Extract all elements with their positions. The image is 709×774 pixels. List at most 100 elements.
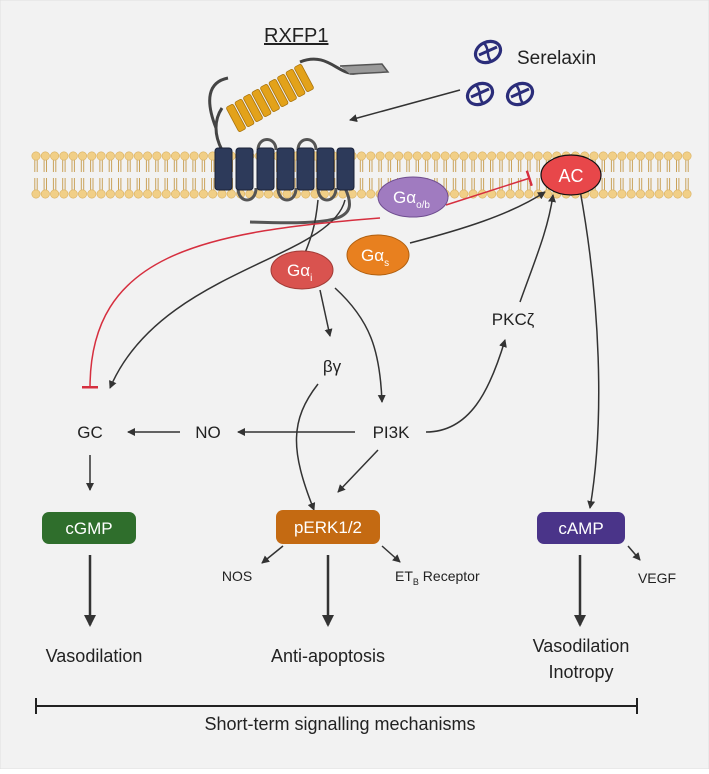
lipid-head [282,189,292,199]
lrr-repeat [260,84,280,112]
cgmp-rect [42,512,136,544]
lipid-head [40,189,50,199]
inhibit-gao-gc [81,217,381,389]
serelaxin-molecule [473,39,503,65]
arrow-pi3k-pkc [425,339,507,433]
camp-box: cAMP [537,512,625,544]
lipid-head [115,151,125,161]
lipid-head [412,151,422,161]
lipid-head [171,151,181,161]
lipid-head [96,189,106,199]
lipid-head [635,189,645,199]
receptor-stalk [208,76,229,129]
lipid-head [59,151,69,161]
lipid-head [133,151,143,161]
lipid-head [515,189,525,199]
lipid-head [589,151,599,161]
pi3k-label: PI3K [373,423,411,442]
lipid-head [459,151,469,161]
inhibit-gao-ac [445,170,533,206]
lipid-head [59,189,69,199]
lipid-head [226,189,236,199]
arrow-perk-nos [261,545,284,564]
serelaxin-molecule [465,81,495,107]
lrr-repeat [268,79,289,107]
arrow-camp-vegf [627,545,641,561]
lipid-head [171,189,181,199]
lipid-head [105,151,115,161]
lipid-head [375,151,385,161]
gas-label: Gαs [361,246,389,269]
lipid-head [617,189,627,199]
receptor-stalk-2 [214,107,224,151]
lipid-head [217,189,227,199]
lipid-head [189,189,199,199]
etb-receptor-label: ETB Receptor [395,568,480,587]
lrr-repeat [234,99,255,127]
lipid-head [496,189,506,199]
lrr-repeat [226,104,246,132]
g-protein-s: Gαs [346,234,410,276]
lipid-head [449,189,459,199]
lipid-head [608,151,618,161]
lipid-head [366,189,376,199]
receptor-intracellular-loops [236,187,338,202]
outcome-inotropy: Inotropy [548,662,613,682]
lipid-head [115,189,125,199]
lipid-head [663,151,673,161]
receptor-c-tail [249,187,351,225]
lipid-head [208,189,218,199]
gc-label: GC [77,423,103,442]
lipid-head [394,151,404,161]
lipid-head [50,151,60,161]
lipid-head [505,189,515,199]
perk-rect [276,510,380,544]
lipid-head [68,151,78,161]
lipid-head [626,151,636,161]
lrr-repeat [294,64,314,92]
lipid-head [161,151,171,161]
lipid-head [440,151,450,161]
lrr-domain [226,64,314,132]
lipid-head [31,189,41,199]
lipid-head [542,189,552,199]
receptor-hook [339,63,390,75]
lrr-repeat [251,89,272,117]
arrow-ac-camp [579,189,600,509]
lipid-head [403,151,413,161]
lipid-head [626,189,636,199]
perk-label: pERK1/2 [294,518,362,537]
serelaxin-molecules [465,39,535,107]
lipid-head [87,151,97,161]
lipid-head [496,151,506,161]
lipid-head [524,151,534,161]
lipid-head [682,151,692,161]
lrr-repeat [277,74,297,102]
lipid-head [682,189,692,199]
g-protein-i: Gαi [270,250,334,290]
gai-oval [270,250,334,290]
receptor-extracellular-loops [256,138,318,151]
lipid-head [143,151,153,161]
lipid-head [124,151,134,161]
camp-rect [537,512,625,544]
lipid-head [654,189,664,199]
lipid-head [198,151,208,161]
helix [336,147,355,191]
timeline [35,698,638,714]
lipid-head [589,189,599,199]
lipid-head [78,189,88,199]
gas-oval [346,234,410,276]
gao-oval [377,176,449,218]
rxfp1-receptor: RXFP1 [208,25,390,225]
arrow-pi3k-perk [337,449,379,493]
lipid-head [673,151,683,161]
arrow-gas-ac [409,191,546,244]
camp-label: cAMP [558,519,603,538]
vegf-label: VEGF [638,570,676,586]
lipid-head [598,189,608,199]
nos-label: NOS [222,568,252,584]
no-label: NO [195,423,221,442]
lipid-head [542,151,552,161]
